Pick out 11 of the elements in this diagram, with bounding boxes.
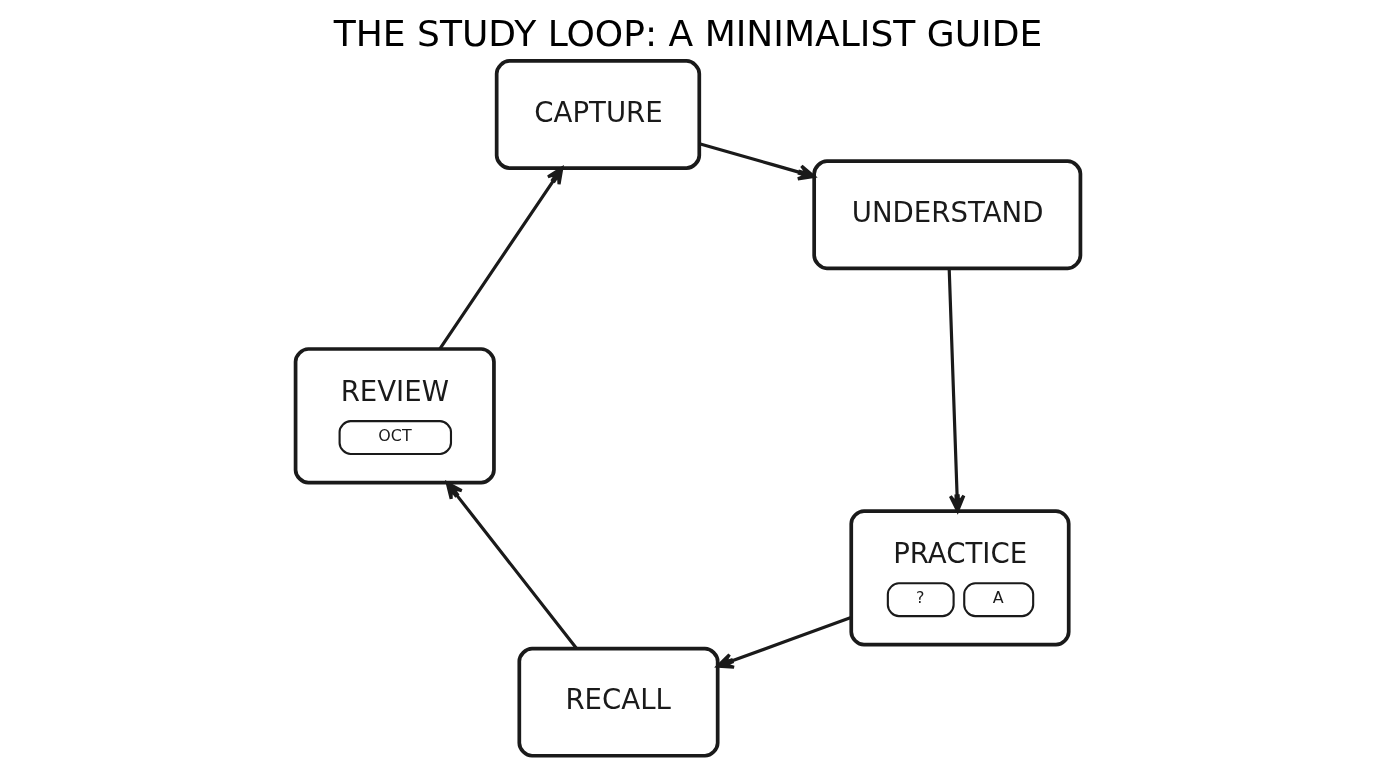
diagram-title: THE STUDY LOOP: A MINIMALIST GUIDE [333,12,1043,55]
node-box: CAPTURE [494,58,702,170]
arrow [947,267,966,512]
arrow [716,615,852,669]
node-box: REVIEW OCT [293,346,496,484]
node-box: UNDERSTAND [812,158,1083,270]
arrow [699,141,816,180]
arrow [438,166,564,350]
node-box: PRACTICE ? A [849,508,1071,647]
node-box: RECALL [517,646,720,758]
arrow [445,481,578,649]
